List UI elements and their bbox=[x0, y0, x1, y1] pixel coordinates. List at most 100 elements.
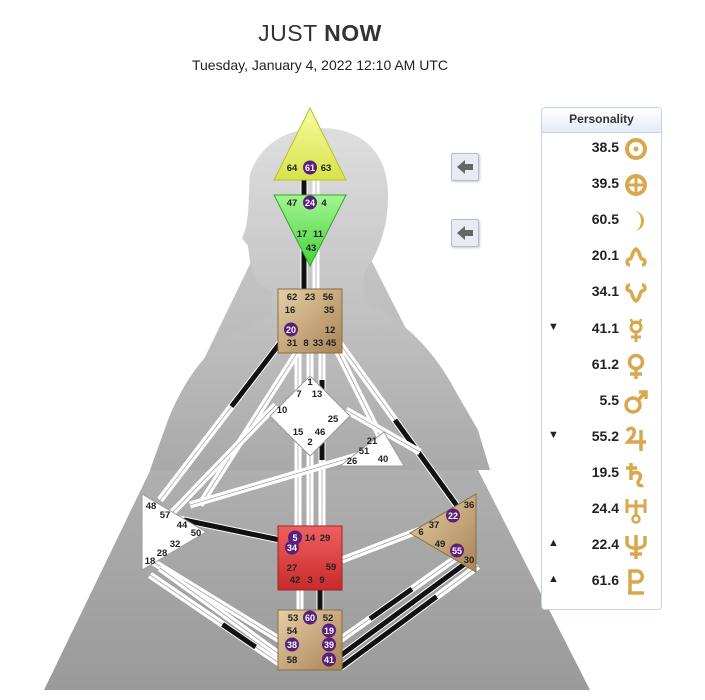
gate-43[interactable]: 43 bbox=[306, 243, 317, 254]
gate-38[interactable]: 38 bbox=[287, 640, 297, 650]
gate-53[interactable]: 53 bbox=[288, 613, 299, 624]
gate-58[interactable]: 58 bbox=[287, 655, 298, 666]
g-center[interactable] bbox=[269, 375, 351, 457]
gate-17[interactable]: 17 bbox=[297, 229, 308, 240]
gate-59[interactable]: 59 bbox=[326, 562, 337, 573]
head-center[interactable] bbox=[273, 106, 347, 181]
gate-activation-34 bbox=[285, 540, 299, 555]
datetime: Tuesday, January 4, 2022 12:10 AM UTC bbox=[191, 57, 449, 73]
gate-29[interactable]: 29 bbox=[320, 533, 331, 544]
gate-13[interactable]: 13 bbox=[312, 389, 323, 400]
uranus-icon[interactable] bbox=[622, 496, 650, 524]
throat-center[interactable] bbox=[277, 288, 343, 354]
gate-10[interactable]: 10 bbox=[277, 405, 288, 416]
gate-30[interactable]: 30 bbox=[464, 555, 475, 566]
gate-2[interactable]: 2 bbox=[307, 437, 312, 448]
mars-icon[interactable] bbox=[622, 388, 650, 416]
arrow-left-icon bbox=[457, 160, 473, 174]
gate-4[interactable]: 4 bbox=[321, 198, 327, 209]
gate-9[interactable]: 9 bbox=[319, 575, 324, 586]
gate-5[interactable]: 5 bbox=[292, 533, 297, 543]
gate-12[interactable]: 12 bbox=[325, 325, 336, 336]
gate-34[interactable]: 34 bbox=[287, 543, 297, 553]
south-node-icon[interactable] bbox=[622, 279, 650, 307]
gate-49[interactable]: 49 bbox=[435, 539, 446, 550]
gate-33[interactable]: 33 bbox=[313, 338, 324, 349]
gate-24[interactable]: 24 bbox=[305, 198, 315, 208]
mercury-icon[interactable] bbox=[622, 316, 650, 344]
gate-20[interactable]: 20 bbox=[286, 325, 296, 335]
jupiter-icon[interactable] bbox=[622, 424, 650, 452]
gate-31[interactable]: 31 bbox=[287, 338, 298, 349]
gate-57[interactable]: 57 bbox=[160, 510, 171, 521]
gate-36[interactable]: 36 bbox=[464, 500, 475, 511]
gate-line-value: 5.5 bbox=[599, 391, 619, 408]
personality-row: 20.1 bbox=[542, 242, 661, 274]
gate-46[interactable]: 46 bbox=[315, 427, 326, 438]
gate-35[interactable]: 35 bbox=[324, 305, 335, 316]
ajna-center[interactable] bbox=[273, 194, 347, 268]
personality-row: 24.4 bbox=[542, 495, 661, 527]
gate-16[interactable]: 16 bbox=[285, 305, 296, 316]
gate-22[interactable]: 22 bbox=[448, 511, 458, 521]
channel-edge-10 bbox=[345, 409, 421, 453]
gate-50[interactable]: 50 bbox=[191, 528, 202, 539]
gate-11[interactable]: 11 bbox=[313, 229, 324, 240]
earth-icon[interactable] bbox=[622, 171, 650, 199]
gate-62[interactable]: 62 bbox=[287, 292, 298, 303]
channel-defined-15-0 bbox=[221, 622, 258, 650]
gate-60[interactable]: 60 bbox=[305, 613, 315, 623]
gate-18[interactable]: 18 bbox=[145, 556, 156, 567]
gate-19[interactable]: 19 bbox=[324, 626, 334, 636]
gate-1[interactable]: 1 bbox=[307, 377, 313, 388]
gate-41[interactable]: 41 bbox=[324, 655, 334, 665]
gate-55[interactable]: 55 bbox=[452, 546, 462, 556]
gate-6[interactable]: 6 bbox=[418, 527, 423, 538]
gate-activation-61 bbox=[303, 160, 317, 175]
neptune-icon[interactable] bbox=[622, 532, 650, 560]
spleen-center[interactable] bbox=[141, 493, 207, 571]
gate-25[interactable]: 25 bbox=[328, 414, 339, 425]
channel-defined-18-0 bbox=[338, 594, 439, 671]
north-node-icon[interactable] bbox=[622, 243, 650, 271]
gate-28[interactable]: 28 bbox=[157, 548, 168, 559]
gate-52[interactable]: 52 bbox=[323, 613, 334, 624]
heart-center[interactable] bbox=[338, 431, 405, 467]
gate-27[interactable]: 27 bbox=[287, 563, 298, 574]
gate-15[interactable]: 15 bbox=[293, 427, 304, 438]
arrow-left-button-2[interactable] bbox=[451, 219, 479, 247]
saturn-icon[interactable] bbox=[622, 460, 650, 488]
personality-row: 5.5 bbox=[542, 387, 661, 419]
gate-line-value: 41.1 bbox=[591, 319, 619, 336]
gate-45[interactable]: 45 bbox=[326, 338, 337, 349]
gate-8[interactable]: 8 bbox=[303, 338, 308, 349]
gate-3[interactable]: 3 bbox=[307, 575, 312, 586]
gate-40[interactable]: 40 bbox=[378, 454, 389, 465]
gate-39[interactable]: 39 bbox=[324, 640, 334, 650]
gate-63[interactable]: 63 bbox=[321, 163, 332, 174]
gate-42[interactable]: 42 bbox=[290, 575, 301, 586]
gate-21[interactable]: 21 bbox=[367, 436, 378, 447]
gate-14[interactable]: 14 bbox=[305, 533, 316, 544]
gate-44[interactable]: 44 bbox=[177, 520, 188, 531]
gate-54[interactable]: 54 bbox=[287, 626, 298, 637]
personality-row: 61.2 bbox=[542, 351, 661, 383]
gate-26[interactable]: 26 bbox=[347, 456, 358, 467]
gate-32[interactable]: 32 bbox=[170, 539, 181, 550]
venus-icon[interactable] bbox=[622, 352, 650, 380]
gate-56[interactable]: 56 bbox=[323, 292, 334, 303]
gate-51[interactable]: 51 bbox=[359, 446, 370, 457]
gate-64[interactable]: 64 bbox=[287, 163, 298, 174]
sun-icon[interactable] bbox=[622, 135, 650, 163]
gate-61[interactable]: 61 bbox=[305, 163, 315, 173]
gate-47[interactable]: 47 bbox=[287, 198, 298, 209]
gate-23[interactable]: 23 bbox=[305, 292, 316, 303]
gate-37[interactable]: 37 bbox=[429, 520, 440, 531]
gate-7[interactable]: 7 bbox=[296, 389, 301, 400]
arrow-left-button-1[interactable] bbox=[451, 153, 479, 181]
personality-row: ▼55.2 bbox=[542, 423, 661, 455]
pluto-icon[interactable] bbox=[622, 568, 650, 596]
gate-48[interactable]: 48 bbox=[146, 501, 157, 512]
moon-icon[interactable] bbox=[622, 207, 650, 235]
